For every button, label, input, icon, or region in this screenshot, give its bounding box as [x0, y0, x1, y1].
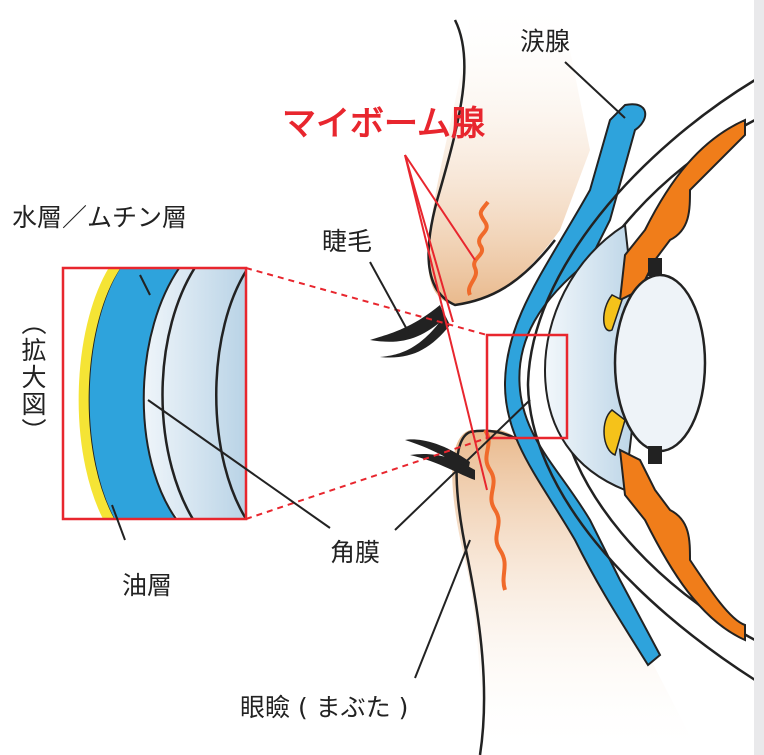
label-magnified-view: （拡大図）: [18, 310, 47, 445]
iris-upper: [618, 118, 746, 302]
label-eyelashes: 睫毛: [322, 227, 373, 256]
tear-film: [503, 103, 662, 667]
label-lacrimal-gland: 涙腺: [520, 27, 571, 56]
meibomian-gland-lower: [483, 428, 507, 591]
meibomian-pointer-lines: [404, 154, 488, 491]
sclera-outer: [526, 78, 756, 682]
label-eyelid: 眼瞼 ( まぶた ): [240, 693, 409, 722]
iris-lower: [618, 448, 746, 642]
right-border: [754, 0, 764, 755]
label-cornea: 角膜: [330, 538, 381, 567]
lower-eyelid: [452, 430, 700, 755]
magnified-region-marker: [485, 333, 569, 440]
upper-eyelid: [428, 0, 590, 305]
magnified-view: [61, 266, 248, 521]
label-meibomian-gland: マイボーム腺: [282, 104, 485, 144]
meibomian-gland-upper: [466, 200, 490, 296]
label-lipid-layer: 油層: [122, 571, 173, 600]
leader-lines: [111, 61, 626, 679]
lens: [613, 273, 707, 453]
label-aqueous-mucin-layer: 水層／ムチン層: [12, 203, 188, 232]
